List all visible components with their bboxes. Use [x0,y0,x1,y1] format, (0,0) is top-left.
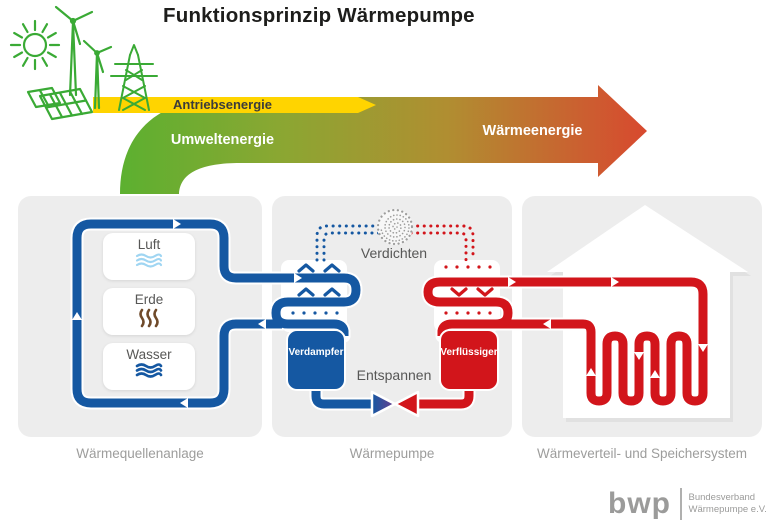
wind-turbine-icon [54,5,113,110]
energy-flow-graphic [9,5,647,194]
evaporator-label: Verdampfer [288,347,344,358]
bwp-logo-acronym: bwp [608,487,671,520]
caption-distribution: Wärmeverteil- und Speichersystem [536,446,748,461]
earth-heat-icon [139,308,159,328]
caption-heat-pump: Wärmepumpe [349,446,435,461]
logo-org-line1: Bundesverband [688,492,756,503]
condenser-dots [444,265,492,315]
drive-energy-arrow [93,97,376,113]
heat-energy-label: Wärmeenergie [482,123,583,139]
heating-circuit-pipes [408,277,708,409]
expand-label: Entspannen [356,367,432,383]
page-title: Funktionsprinzip Wärmepumpe [163,4,475,27]
flow-arrows [72,219,708,408]
circuit-graphic [70,205,751,422]
source-item-water: Wasser [103,343,195,390]
ambient-energy-label: Umweltenergie [170,132,275,148]
logo-divider [680,488,682,520]
bwp-logo: bwp Bundesverband Wärmepumpe e.V. [608,488,767,520]
water-waves-icon [135,363,163,378]
expansion-valve-icon [370,390,420,418]
evaporator-dots [291,311,339,315]
brine-circuit-pipes [72,219,380,409]
evaporator-pattern [297,263,341,297]
evaporator-tank [286,329,346,391]
compressor-spiral-icon [376,208,414,246]
compressor-dotted-lines [315,224,475,262]
condenser-label: Verflüssiger [440,347,498,358]
caption-heat-source: Wärmequellenanlage [76,446,204,461]
compress-label: Verdichten [360,245,428,261]
source-label-ground: Erde [134,292,164,307]
sun-icon [9,19,61,71]
source-item-ground: Erde [103,288,195,335]
condenser-tank [439,329,499,391]
logo-org-name: Bundesverband Wärmepumpe e.V. [689,492,767,516]
condenser-pattern [450,287,494,297]
energy-band [93,85,647,194]
source-item-air: Luft [103,233,195,280]
source-label-water: Wasser [126,347,172,362]
drive-energy-label: Antriebsenergie [173,97,272,112]
solar-panel-icon [26,86,94,121]
source-label-air: Luft [137,237,161,252]
air-waves-icon [135,253,163,268]
power-pylon-icon [110,44,158,111]
logo-org-line2: Wärmepumpe e.V. [688,504,767,515]
